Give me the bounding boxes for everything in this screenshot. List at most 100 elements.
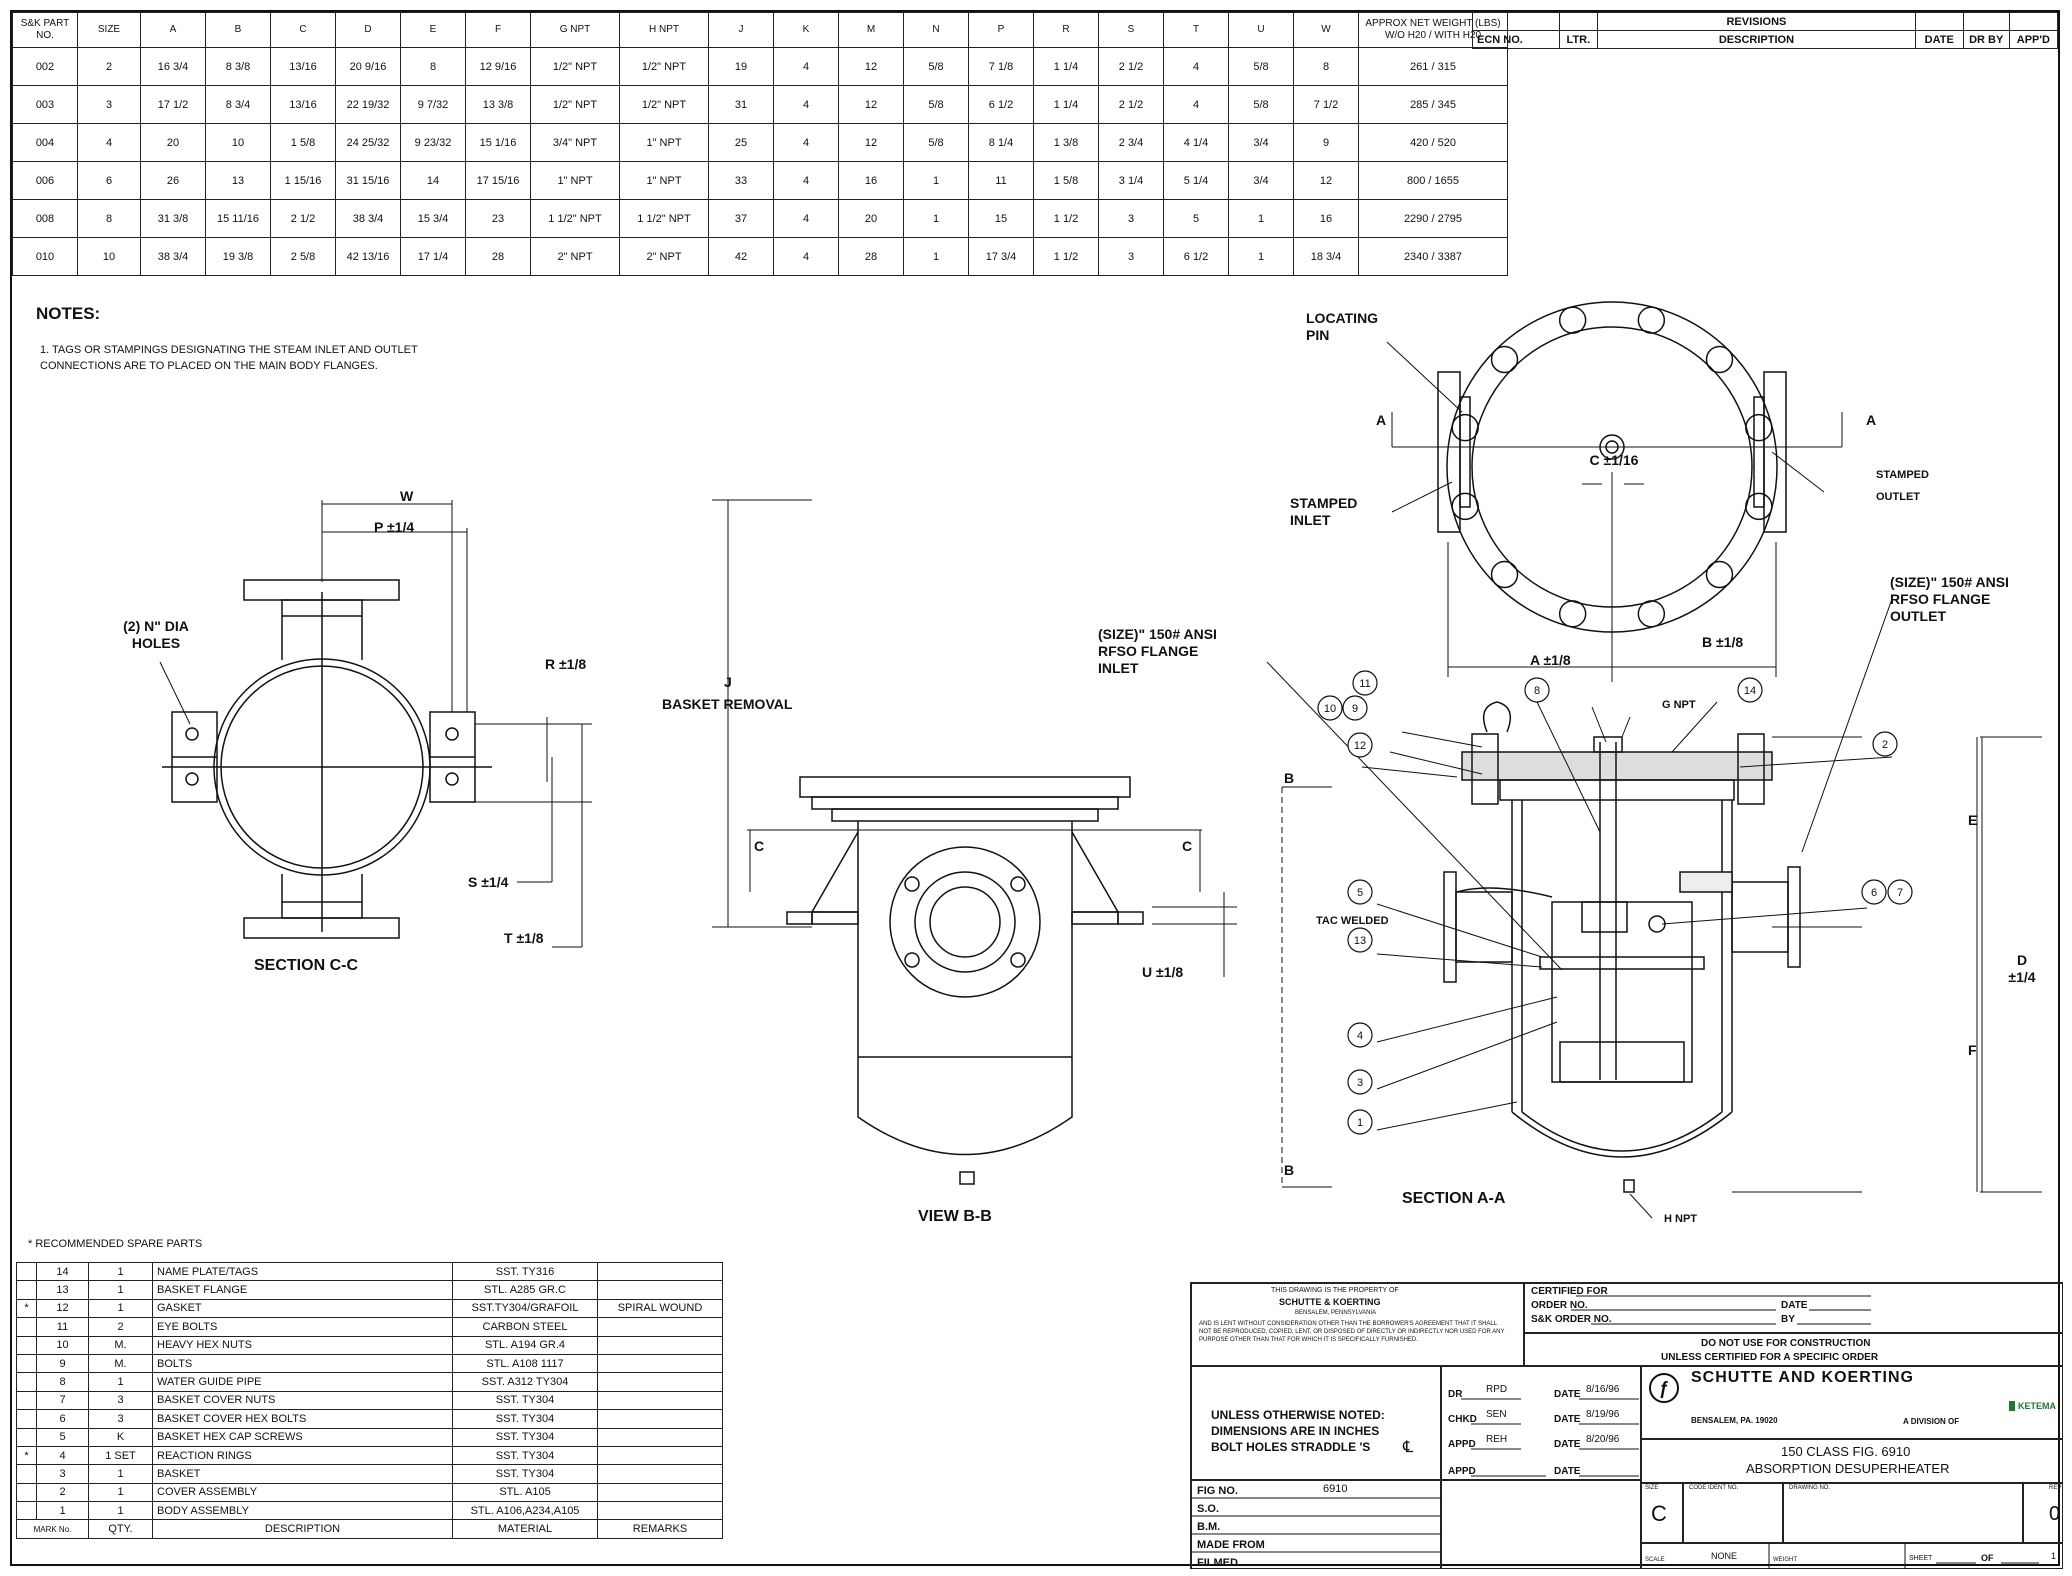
- bom-cell: 1: [88, 1464, 153, 1484]
- dim-table-cell: 4: [77, 123, 141, 162]
- dim-table-cell: 2 3/4: [1098, 123, 1164, 162]
- dim-table-cell: 1/2" NPT: [530, 47, 620, 86]
- bom-cell: M.: [88, 1335, 153, 1355]
- bom-cell: SST. TY304: [452, 1390, 598, 1411]
- section-a-right-label: A: [1866, 412, 1877, 428]
- chkd-value: SEN: [1486, 1409, 1507, 1420]
- item-balloon: [1887, 879, 1913, 905]
- dr-label: DR: [1448, 1389, 1463, 1400]
- dim-table-cell: 42: [708, 237, 774, 276]
- plan-bolt-hole: [1490, 345, 1519, 374]
- dim-header-cell: C: [270, 12, 336, 48]
- company-city: BENSALEM, PA. 19020: [1691, 1416, 1778, 1425]
- scale-label: SCALE: [1645, 1557, 1665, 1563]
- item-balloon: [1347, 1022, 1373, 1048]
- dim-table-cell: 31 15/16: [335, 161, 401, 200]
- sk-order-no-label: S&K ORDER NO.: [1531, 1314, 1612, 1325]
- bom-cell: BASKET FLANGE: [152, 1280, 453, 1300]
- bom-cell: COVER ASSEMBLY: [152, 1482, 453, 1503]
- dim-table-cell: 3/4: [1228, 123, 1294, 162]
- bom-cell: 6: [36, 1409, 89, 1429]
- dim-table-cell: 8 3/8: [205, 47, 271, 86]
- dim-table-cell: 1 1/2" NPT: [619, 199, 709, 238]
- bom-cell: 2: [88, 1317, 153, 1337]
- dim-table-cell: 4 1/4: [1163, 123, 1229, 162]
- item-balloon-number: 14: [1744, 685, 1756, 697]
- dim-table-cell: 3/4" NPT: [530, 123, 620, 162]
- dim-table-cell: 1" NPT: [619, 123, 709, 162]
- bom-cell: WATER GUIDE PIPE: [152, 1372, 453, 1392]
- bom-cell: *: [16, 1445, 37, 1466]
- bom-cell: [597, 1335, 723, 1355]
- dim-table-cell: 19 3/8: [205, 237, 271, 276]
- dim-t-label: T ±1/8: [504, 930, 544, 946]
- plan-bolt-circle: [1451, 306, 1773, 628]
- date-label-3: DATE: [1554, 1439, 1581, 1450]
- unless-noted-line-1: UNLESS OTHERWISE NOTED:: [1211, 1408, 1385, 1422]
- section-aa-view: [1266, 598, 2042, 1219]
- dim-table-cell: 17 3/4: [968, 237, 1034, 276]
- dim-table-cell: 25: [708, 123, 774, 162]
- item-balloon-number: 6: [1871, 887, 1877, 899]
- bom-cell: 9: [36, 1353, 89, 1374]
- so-label: S.O.: [1197, 1503, 1220, 1515]
- dim-table-cell: 15 11/16: [205, 199, 271, 238]
- dim-r-label: R ±1/8: [545, 656, 587, 672]
- bom-cell: STL. A194 GR.4: [452, 1335, 598, 1355]
- bom-cell: [16, 1353, 37, 1374]
- bom-cell: [597, 1445, 723, 1466]
- bom-cell: STL. A108 1117: [452, 1353, 598, 1374]
- dim-a-label: A ±1/8: [1530, 652, 1571, 668]
- drawing-title-line-1: 150 CLASS FIG. 6910: [1781, 1444, 1911, 1459]
- dim-table-cell: 008: [12, 199, 78, 238]
- company-name: SCHUTTE AND KOERTING: [1691, 1369, 1914, 1386]
- dim-table-cell: 28: [465, 237, 531, 276]
- bom-cell: 13: [36, 1280, 89, 1300]
- date-label-2: DATE: [1554, 1414, 1581, 1425]
- dim-table-cell: 003: [12, 85, 78, 124]
- bom-cell: [16, 1317, 37, 1337]
- bom-cell: [16, 1261, 37, 1282]
- bom-cell: NAME PLATE/TAGS: [152, 1261, 453, 1282]
- bom-cell: 1: [88, 1280, 153, 1300]
- dim-table-cell: 8 3/4: [205, 85, 271, 124]
- unless-noted-line-3: BOLT HOLES STRADDLE 'S: [1211, 1440, 1371, 1454]
- item-balloon: [1342, 695, 1368, 721]
- bom-cell: M.: [88, 1353, 153, 1374]
- dim-table-cell: 12: [838, 85, 904, 124]
- bom-cell: SST. A312 TY304: [452, 1372, 598, 1392]
- chkd-label: CHKD: [1448, 1414, 1477, 1425]
- tac-welded-label: TAC WELDED: [1316, 915, 1389, 927]
- bom-cell: MARK No.: [16, 1519, 89, 1539]
- section-b-bottom-label: B: [1284, 1162, 1295, 1178]
- dim-table-cell: 13/16: [270, 47, 336, 86]
- bom-cell: [597, 1501, 723, 1521]
- bm-label: B.M.: [1197, 1521, 1221, 1533]
- plan-bolt-hole: [1558, 600, 1587, 628]
- item-balloon-number: 1: [1357, 1117, 1363, 1129]
- dim-table-cell: 1 15/16: [270, 161, 336, 200]
- dim-table-cell: 002: [12, 47, 78, 86]
- dim-table-cell: 4: [773, 85, 839, 124]
- dim-table-cell: 1" NPT: [619, 161, 709, 200]
- bom-cell: [597, 1372, 723, 1392]
- bom-cell: [597, 1390, 723, 1411]
- dim-table-cell: 5/8: [903, 123, 969, 162]
- bom-cell: 1: [36, 1501, 89, 1521]
- dr-value: RPD: [1486, 1384, 1508, 1395]
- bom-cell: MATERIAL: [452, 1519, 598, 1539]
- bom-cell: K: [88, 1427, 153, 1447]
- dim-w-label: W: [400, 488, 414, 504]
- bom-cell: 10: [36, 1335, 89, 1355]
